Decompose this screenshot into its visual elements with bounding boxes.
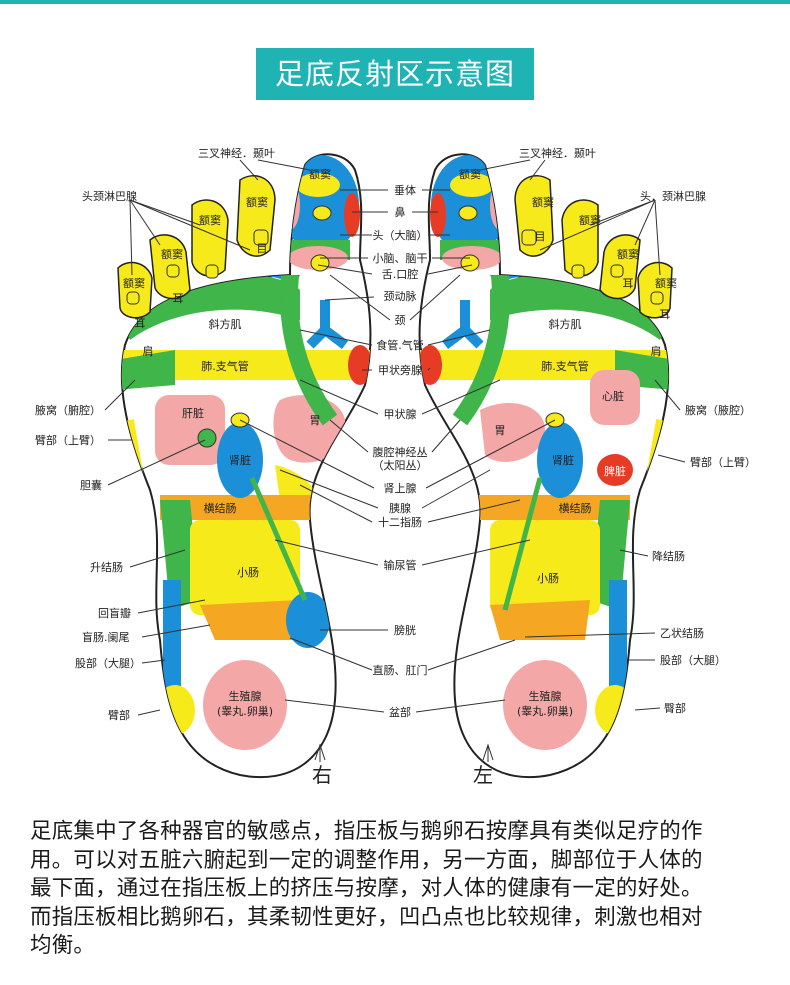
r-gonad-sub: (睾丸.卵巢): [217, 704, 273, 718]
top-accent-line: [0, 0, 790, 4]
label-cerebellum: 小脑、脑干: [373, 252, 428, 265]
label-left-foot: 左: [473, 763, 493, 787]
l-shoulder: 肩: [651, 344, 662, 358]
l-small-intestine: 小肠: [537, 572, 559, 585]
description: 足底集中了各种器官的敏感点，指压板与鹅卵石按摩具有类似足疗的作 用。可以对五脏六…: [30, 818, 760, 961]
label-neck: 颈: [395, 314, 406, 327]
label-r-ileocecal: 回盲瓣: [98, 606, 131, 620]
left-foot: [418, 153, 673, 779]
l-sinus-4: 额窦: [617, 248, 639, 261]
description-line: 用。可以对五脏六腑起到一定的调整作用，另一方面，脚部位于人体的: [30, 847, 703, 873]
label-r-thigh: 股部（大腿）: [75, 656, 141, 670]
label-l-axilla: 腋窝（腋腔）: [685, 403, 751, 417]
l-spleen: 脾脏: [604, 464, 626, 478]
label-carotid: 颈动脉: [384, 289, 417, 303]
label-rectum: 直肠、肛门: [373, 663, 428, 677]
l-sinus-big: 额窦: [459, 168, 481, 181]
label-l-upper-arm: 臂部（上臂）: [690, 455, 756, 469]
l-ear-1: 耳: [623, 277, 634, 290]
label-tongue-mouth: 舌.口腔: [382, 267, 419, 281]
r-ear-2: 耳: [135, 317, 146, 330]
l-kidney: 肾脏: [552, 454, 574, 467]
label-r-ascending-colon: 升结肠: [90, 561, 123, 574]
r-sinus-2: 额窦: [246, 196, 268, 209]
description-line: 最下面，通过在指压板上的挤压与按摩，对人体的健康有一定的好处。: [30, 876, 703, 901]
label-celiac-plexus: 腹腔神经丛: [373, 445, 428, 459]
r-transverse-colon: 横结肠: [204, 501, 237, 515]
center-leader-lines: [239, 189, 556, 713]
label-solar-plexus: （太阳丛）: [373, 459, 428, 472]
l-gonad-sub: (睾丸.卵巢): [517, 704, 573, 718]
label-l-buttock: 臀部: [664, 701, 686, 715]
label-l-descending-colon: 降结肠: [652, 549, 685, 563]
label-adrenal: 肾上腺: [384, 481, 417, 495]
l-transverse-colon: 横结肠: [559, 501, 592, 515]
left-toes: [514, 175, 673, 319]
r-eye: 目: [257, 242, 268, 255]
foot-reflexology-diagram: 额窦 额窦 额窦 额窦 额窦 目 耳 耳 斜方肌 肩 肺.支气管 肝脏 肾脏 胃…: [35, 146, 756, 787]
label-esophagus: 食管.气管: [376, 338, 424, 352]
label-r-cecum: 盲肠.阑尾: [82, 630, 130, 644]
label-head-brain: 头（大脑）: [373, 228, 428, 242]
r-sinus-big: 额窦: [309, 168, 331, 181]
label-pelvis: 盆部: [389, 705, 411, 719]
label-thyroid: 甲状腺: [384, 407, 417, 421]
right-foot: [117, 153, 372, 779]
label-r-upper-arm: 臂部（上臂）: [35, 433, 101, 447]
label-r-trigeminal: 三叉神经．颞叶: [198, 146, 275, 160]
label-nose: 鼻: [395, 205, 406, 219]
label-l-sigmoid: 乙状结肠: [660, 626, 704, 640]
label-parathyroid: 甲状旁腺: [378, 363, 422, 377]
label-l-trigeminal: 三叉神经．颞叶: [519, 146, 596, 160]
page-title: 足底反射区示意图: [256, 48, 534, 100]
label-pituitary: 垂体: [394, 183, 416, 197]
r-shoulder: 肩: [143, 344, 154, 358]
r-ear-1: 耳: [173, 292, 184, 305]
r-small-intestine: 小肠: [237, 566, 259, 579]
right-toes: [117, 175, 276, 319]
label-r-axilla: 腋窝（腑腔）: [35, 403, 101, 417]
l-eye: 目: [535, 230, 546, 243]
r-sinus-4: 额窦: [161, 248, 183, 261]
label-l-lymph: 头．颈淋巴腺: [640, 189, 706, 203]
label-r-lymph: 头颈淋巴腺: [82, 189, 137, 203]
l-sinus-3: 额窦: [579, 214, 601, 227]
description-line: 而指压板相比鹅卵石，其柔韧性更好，凹凸点也比较规律，刺激也相对: [30, 904, 703, 930]
label-r-gallbladder: 胆囊: [80, 478, 102, 492]
l-lung: 肺.支气管: [541, 359, 589, 373]
l-ear-2: 耳: [660, 308, 671, 321]
r-sinus-3: 额窦: [199, 214, 221, 227]
r-kidney: 肾脏: [229, 454, 251, 467]
foot-side-markers: 右 左: [312, 743, 494, 787]
r-lung: 肺.支气管: [201, 359, 249, 373]
l-trapezius: 斜方肌: [549, 317, 582, 331]
description-line: 足底集中了各种器官的敏感点，指压板与鹅卵石按摩具有类似足疗的作: [30, 819, 703, 844]
r-gonad: 生殖腺: [229, 689, 262, 703]
l-stomach: 胃: [495, 424, 506, 437]
r-sinus-5: 额窦: [123, 277, 145, 290]
label-duodenum: 十二指肠: [378, 515, 422, 529]
label-bladder: 膀胱: [394, 623, 416, 637]
label-r-buttock: 臂部: [108, 708, 130, 722]
r-trapezius: 斜方肌: [209, 317, 242, 331]
label-ureter: 输尿管: [384, 558, 417, 572]
l-sinus-2: 额窦: [532, 196, 554, 209]
label-right-foot: 右: [312, 763, 332, 787]
l-gonad: 生殖腺: [529, 689, 562, 703]
label-l-thigh: 股部（大腿）: [660, 653, 726, 667]
label-pancreas: 胰腺: [389, 501, 411, 515]
description-line: 均衡。: [30, 933, 96, 958]
r-liver: 肝脏: [182, 407, 204, 420]
l-sinus-5: 额窦: [655, 277, 677, 290]
r-stomach: 胃: [310, 414, 321, 427]
side-leader-lines: [104, 159, 686, 716]
l-heart: 心脏: [602, 390, 624, 403]
